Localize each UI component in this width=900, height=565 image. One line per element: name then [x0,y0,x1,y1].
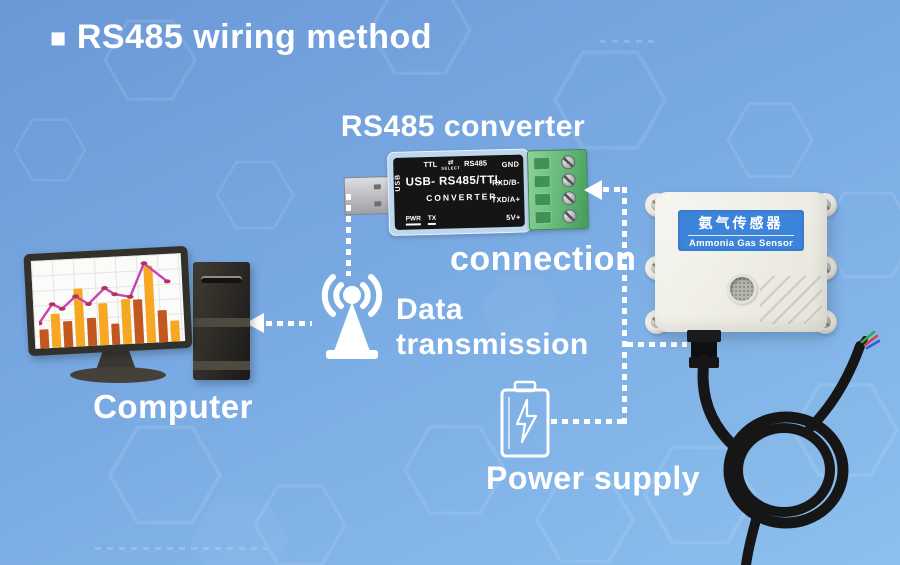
terminal-slot [533,174,551,189]
select-switch-icon: ⇄ SELECT [441,159,461,171]
dashed-arrow-antenna-to-computer [266,321,312,326]
dashed-line-connection-top [603,187,627,192]
cable-gland [687,330,721,342]
converter-case: TTL ⇄ SELECT RS485 USB USB- RS485/TTL CO… [386,148,532,237]
rs485-label: RS485 [463,158,488,169]
ammonia-gas-sensor: 氨气传感器 Ammonia Gas Sensor [638,182,900,565]
power-supply-label: Power supply [486,460,701,496]
terminal-screw [562,191,577,206]
terminal-screw [561,173,576,188]
pin-gnd: GND [501,159,520,170]
monitor-screen [30,253,186,349]
terminal-screw [562,209,577,224]
page-title: ■ RS485 wiring method [50,18,432,57]
data-transmission-line2: transmission [396,328,589,361]
dashed-line-usb-to-antenna [346,194,351,276]
pwr-led-label: PWR [405,215,422,226]
stripped-wire-ends [857,330,881,350]
converter-subtitle-text: CONVERTER [426,191,498,204]
computer-tower [193,262,250,380]
usb-plug-hole [373,184,381,190]
pin-labels: GND RXD/B- TXD/A+ 5V+ [490,160,520,223]
computer-monitor [23,245,193,357]
dashed-line-battery-to-connection [551,419,622,424]
dashed-line-to-sensor-gland [627,342,687,347]
sensor-label-divider [688,234,794,236]
enclosure-ridges [760,276,822,324]
arrowhead-to-computer [246,313,264,333]
tx-led-label: TX [427,214,437,226]
ttl-label: TTL [423,159,438,170]
square-bullet-icon: ■ [50,23,67,53]
data-transmission-line1: Data [396,293,464,326]
monitor-stand-neck [96,350,136,370]
terminal-slot [533,156,551,171]
pin-rxd-b: RXD/B- [492,177,520,188]
terminal-slot [534,192,552,207]
tower-band [193,361,250,370]
page-title-text: RS485 wiring method [76,18,433,56]
converter-model-text: USB- RS485/TTL [405,174,503,189]
tower-band [193,318,250,327]
drive-slot [201,276,242,283]
sensor-label: 氨气传感器 Ammonia Gas Sensor [678,210,804,251]
usb-plug-hole [374,201,382,207]
usb-rs485-converter: TTL ⇄ SELECT RS485 USB USB- RS485/TTL CO… [341,143,595,242]
converter-panel: TTL ⇄ SELECT RS485 USB USB- RS485/TTL CO… [393,154,525,230]
monitor-chart-line [36,261,171,326]
gas-sensor-port [727,274,757,304]
led-labels: PWR TX [405,214,437,226]
computer-caption: Computer [93,388,253,425]
terminal-slot [534,210,552,225]
sensor-label-english: Ammonia Gas Sensor [688,237,794,249]
monitor-stand-base [70,367,166,383]
usb-side-label: USB [394,173,402,192]
decorative-dots [600,40,660,43]
battery-lightning-icon [500,380,550,458]
converter-caption: RS485 converter [340,110,586,143]
pin-5v: 5V+ [506,212,521,222]
terminal-screw [561,155,576,170]
connection-label: connection [450,240,637,278]
decorative-dots [95,547,267,550]
data-transmission-label: Data transmission [396,292,589,362]
cable-gland [691,342,717,357]
sensor-cable [697,330,881,565]
signal-tower-icon [321,274,383,359]
arrowhead-to-terminal [584,180,602,200]
green-terminal-block [526,148,590,231]
sensor-label-chinese: 氨气传感器 [698,214,784,231]
pin-txd-a: TXD/A+ [491,194,521,205]
dashed-line-connection-vertical [622,187,627,424]
